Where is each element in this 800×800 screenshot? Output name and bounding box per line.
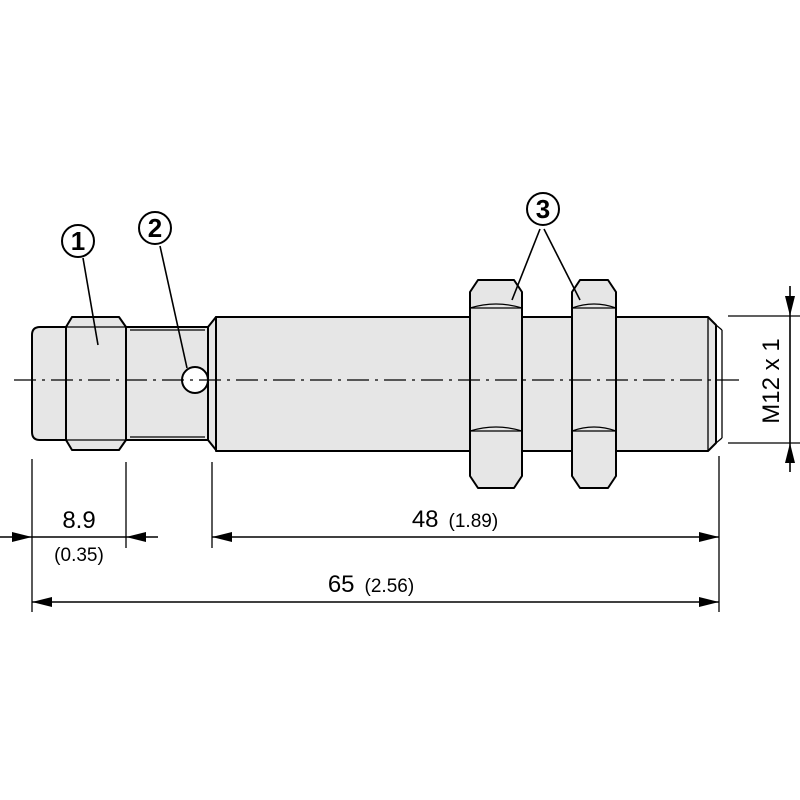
dimension-48-value: 48 bbox=[412, 506, 439, 533]
callout-2-number: 2 bbox=[148, 213, 162, 243]
dimension-8-9: 8.9 (0.35) bbox=[0, 507, 158, 566]
callout-3-number: 3 bbox=[536, 194, 550, 224]
dimension-65-label: 65 (2.56) bbox=[328, 571, 414, 598]
dimension-65-value: 65 bbox=[328, 571, 355, 598]
hex-nut-2 bbox=[571, 279, 617, 489]
sensor-body bbox=[31, 279, 723, 489]
callout-3: 3 bbox=[526, 192, 560, 226]
dimension-65-inch: (2.56) bbox=[365, 576, 415, 597]
dimension-8-9-value: 8.9 bbox=[62, 507, 95, 534]
callout-1-number: 1 bbox=[71, 226, 85, 256]
dimension-65: 65 (2.56) bbox=[32, 571, 719, 607]
callout-2: 2 bbox=[138, 211, 172, 245]
connector-end-cap bbox=[31, 326, 67, 441]
thread-size-label: M12 x 1 bbox=[758, 338, 785, 423]
dimension-48-label: 48 (1.89) bbox=[412, 506, 498, 533]
callout-1: 1 bbox=[61, 224, 95, 258]
dimension-thread: M12 x 1 bbox=[758, 286, 795, 472]
dimension-48-inch: (1.89) bbox=[449, 511, 499, 532]
dimension-8-9-inch: (0.35) bbox=[54, 545, 104, 566]
hex-nut-1 bbox=[469, 279, 523, 489]
threaded-housing bbox=[215, 316, 717, 452]
dimension-48: 48 (1.89) bbox=[212, 506, 719, 542]
